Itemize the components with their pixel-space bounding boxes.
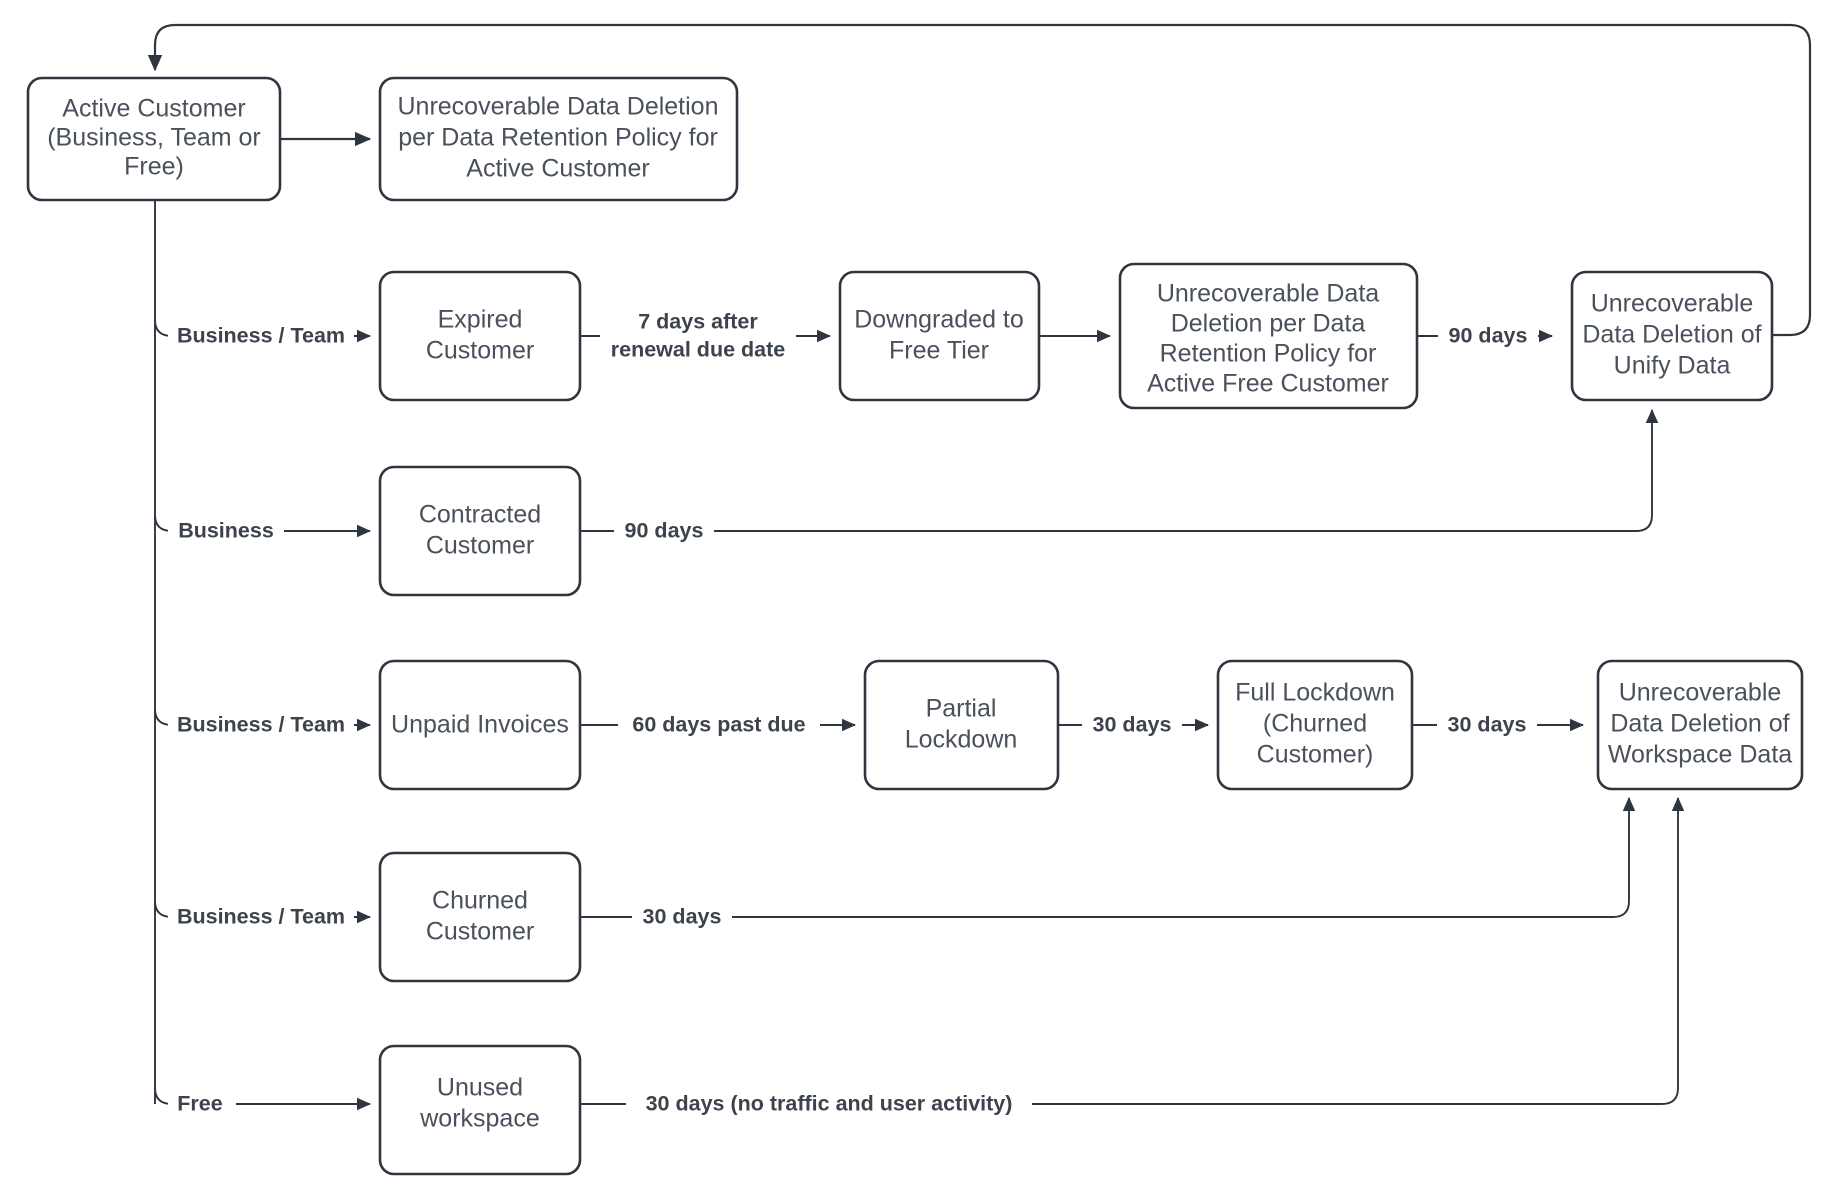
- node-churned-customer-box[interactable]: [378, 851, 582, 983]
- edge-label-30days-full: 30 days: [1448, 713, 1527, 737]
- node-partial-lockdown-line1: Partial: [926, 695, 997, 723]
- edge-full-to-workspace: 30 days: [1412, 711, 1585, 739]
- edge-branch-unpaid: Business / Team: [154, 708, 372, 739]
- node-partial-lockdown-box[interactable]: [863, 659, 1060, 791]
- node-unrecoverable-active-box[interactable]: [378, 76, 739, 202]
- node-unrecoverable-free-line2: Deletion per Data: [1171, 310, 1366, 338]
- node-workspace-data-deletion[interactable]: Unrecoverable Data Deletion of Workspace…: [1596, 659, 1804, 791]
- node-unrecoverable-free-line1: Unrecoverable Data: [1157, 280, 1379, 308]
- node-contracted-line2: Customer: [426, 532, 534, 560]
- edge-label-branch-unused: Free: [177, 1092, 222, 1116]
- node-contracted-line1: Contracted: [419, 501, 541, 529]
- edge-partial-to-full: 30 days: [1058, 711, 1210, 739]
- edge-branch-contracted: Business: [154, 514, 372, 545]
- node-unused-workspace[interactable]: Unused workspace: [378, 1044, 582, 1176]
- node-unrecoverable-free-line4: Active Free Customer: [1147, 370, 1389, 398]
- node-expired-customer-line2: Customer: [426, 337, 534, 365]
- node-unrecoverable-free-customer[interactable]: Unrecoverable Data Deletion per Data Ret…: [1118, 262, 1419, 410]
- node-full-lockdown-line1: Full Lockdown: [1235, 679, 1395, 707]
- node-churned-customer[interactable]: Churned Customer: [378, 851, 582, 983]
- node-unify-data-deletion-box[interactable]: [1570, 270, 1774, 402]
- edge-label-30days-unused: 30 days (no traffic and user activity): [646, 1092, 1013, 1116]
- edge-label-30days-churned: 30 days: [643, 905, 722, 929]
- node-workspace-line1: Unrecoverable: [1619, 679, 1782, 707]
- node-unify-line2: Data Deletion of: [1582, 321, 1761, 349]
- node-unpaid-invoices-box[interactable]: [378, 659, 582, 791]
- node-active-customer-line1: Active Customer: [62, 95, 245, 123]
- edge-free-deletion-to-unify: 90 days: [1417, 322, 1554, 350]
- node-unrecoverable-free-line3: Retention Policy for: [1160, 340, 1377, 368]
- edge-branch-unused: Free: [154, 1087, 372, 1118]
- node-unused-workspace-box[interactable]: [378, 1044, 582, 1176]
- node-full-lockdown-box[interactable]: [1216, 659, 1414, 791]
- node-partial-lockdown-line2: Lockdown: [905, 726, 1018, 754]
- node-unpaid-invoices[interactable]: Unpaid Invoices: [378, 659, 582, 791]
- node-unify-line3: Unify Data: [1614, 352, 1731, 380]
- edge-churned-to-workspace: 30 days: [580, 796, 1636, 931]
- edge-contracted-to-unify: 90 days: [580, 408, 1659, 545]
- node-unrecoverable-active-line2: per Data Retention Policy for: [398, 124, 718, 152]
- node-downgraded-free-tier[interactable]: Downgraded to Free Tier: [838, 270, 1041, 402]
- node-unrecoverable-active-line3: Active Customer: [466, 155, 649, 183]
- edge-branch-churned: Business / Team: [154, 900, 372, 931]
- edge-unused-to-workspace: 30 days (no traffic and user activity): [580, 796, 1685, 1118]
- node-workspace-data-deletion-box[interactable]: [1596, 659, 1804, 791]
- node-churned-line2: Customer: [426, 918, 534, 946]
- node-active-customer-line3: Free): [124, 153, 184, 181]
- edge-label-90days-contracted: 90 days: [625, 519, 704, 543]
- node-downgraded-free-tier-box[interactable]: [838, 270, 1041, 402]
- edge-label-branch-churned: Business / Team: [177, 905, 345, 929]
- node-workspace-line3: Workspace Data: [1608, 741, 1792, 769]
- node-unify-line1: Unrecoverable: [1591, 290, 1754, 318]
- node-expired-customer[interactable]: Expired Customer: [378, 270, 582, 402]
- edge-label-7days-line1: 7 days after: [638, 310, 758, 334]
- node-active-customer-box[interactable]: [26, 76, 282, 202]
- node-unused-workspace-line2: workspace: [419, 1105, 540, 1133]
- node-unrecoverable-free-box[interactable]: [1118, 262, 1419, 410]
- node-full-lockdown[interactable]: Full Lockdown (Churned Customer): [1216, 659, 1414, 791]
- node-unpaid-invoices-line1: Unpaid Invoices: [391, 711, 569, 739]
- edge-label-branch-contracted: Business: [178, 519, 274, 543]
- edge-expired-to-downgraded: 7 days after renewal due date: [580, 304, 832, 368]
- node-downgraded-line1: Downgraded to: [854, 306, 1024, 334]
- node-downgraded-line2: Free Tier: [889, 337, 989, 365]
- node-workspace-line2: Data Deletion of: [1610, 710, 1789, 738]
- node-full-lockdown-line2: (Churned: [1263, 710, 1367, 738]
- node-unify-data-deletion[interactable]: Unrecoverable Data Deletion of Unify Dat…: [1570, 270, 1774, 402]
- node-unrecoverable-active-customer[interactable]: Unrecoverable Data Deletion per Data Ret…: [378, 76, 739, 202]
- node-unrecoverable-active-line1: Unrecoverable Data Deletion: [397, 93, 718, 121]
- edge-branch-expired: Business / Team: [154, 319, 372, 350]
- edge-label-60days: 60 days past due: [632, 713, 805, 737]
- node-contracted-customer[interactable]: Contracted Customer: [378, 465, 582, 597]
- node-active-customer-line2: (Business, Team or: [47, 124, 261, 152]
- edge-unpaid-to-partial: 60 days past due: [580, 711, 857, 739]
- edge-label-7days-line2: renewal due date: [611, 338, 785, 362]
- node-full-lockdown-line3: Customer): [1257, 741, 1374, 769]
- node-unused-workspace-line1: Unused: [437, 1074, 523, 1102]
- node-expired-customer-box[interactable]: [378, 270, 582, 402]
- node-partial-lockdown[interactable]: Partial Lockdown: [863, 659, 1060, 791]
- edge-label-90days-free: 90 days: [1449, 324, 1528, 348]
- node-expired-customer-line1: Expired: [438, 306, 523, 334]
- node-churned-line1: Churned: [432, 887, 528, 915]
- node-contracted-customer-box[interactable]: [378, 465, 582, 597]
- edge-label-branch-expired: Business / Team: [177, 324, 345, 348]
- edge-label-30days-partial: 30 days: [1093, 713, 1172, 737]
- edge-unify-to-active-customer: [147, 23, 1812, 337]
- node-active-customer[interactable]: Active Customer (Business, Team or Free): [26, 76, 282, 202]
- edge-label-branch-unpaid: Business / Team: [177, 713, 345, 737]
